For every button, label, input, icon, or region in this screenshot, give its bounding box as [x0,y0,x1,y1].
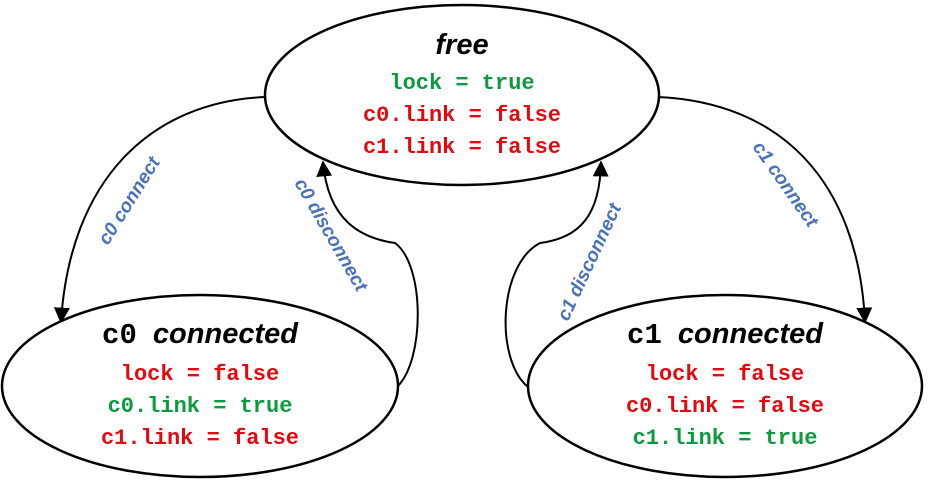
state-free-title: free [435,29,488,61]
label-c1-disconnect: c1 disconnect [553,200,626,324]
state-c0-title-suffix: connected [153,318,299,350]
state-c0-title-prefix: c0 [102,319,137,352]
state-c1-var: lock = false [646,362,804,387]
state-c1-title-prefix: c1 [627,319,662,352]
edge-c1-connect [656,96,873,324]
state-free-var: lock = true [389,71,534,96]
state-c1-title-suffix: connected [678,318,824,350]
state-c0-title: c0 connected [102,318,299,352]
state-c1-var: c0.link = false [626,394,824,419]
state-c0-var: lock = false [121,362,279,387]
state-free: free lock = true c0.link = false c1.link… [263,3,661,187]
state-free-var: c1.link = false [363,135,561,160]
state-c1-connected: c1 connected lock = false c0.link = fals… [526,293,924,479]
state-c1-var: c1.link = true [633,426,818,451]
state-c0-var: c0.link = true [108,394,293,419]
edge-c0-connect [53,96,266,324]
edge-c1-disconnect [504,160,609,388]
label-c0-connect: c0 connect [94,153,165,249]
state-c0-var: c1.link = false [101,426,299,451]
label-c0-disconnect: c0 disconnect [290,175,372,296]
edge-c0-disconnect [316,160,419,388]
state-c0-connected: c0 connected lock = false c0.link = true… [0,293,400,479]
state-c1-title: c1 connected [627,318,824,352]
label-c1-connect: c1 connect [748,138,823,232]
state-free-var: c0.link = false [363,103,561,128]
